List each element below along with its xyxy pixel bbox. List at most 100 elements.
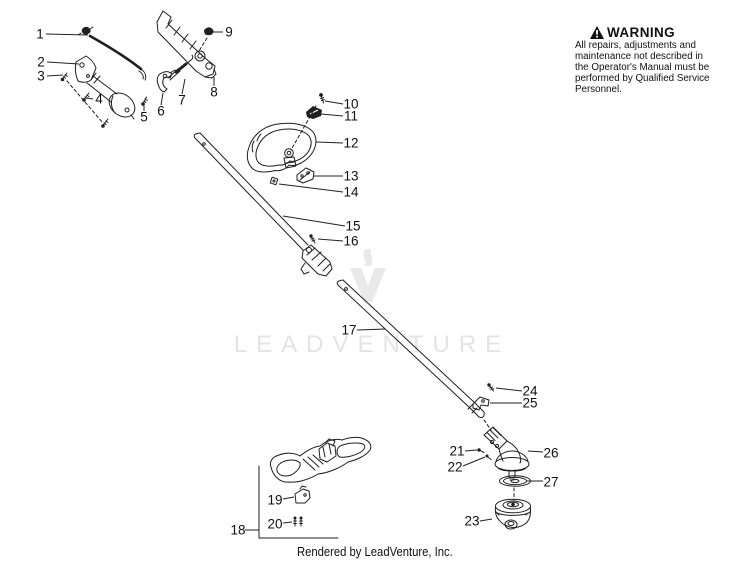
callout-leader-line xyxy=(282,496,295,500)
part-throttle-rod xyxy=(167,54,194,81)
callout-number: 21 xyxy=(449,444,464,459)
callout-3: 3 xyxy=(37,69,64,84)
callout-9: 9 xyxy=(213,25,233,40)
part-handlebar-clamp xyxy=(306,106,322,119)
callout-leader-line xyxy=(464,449,478,452)
callout-number: 3 xyxy=(37,69,45,84)
callout-number: 26 xyxy=(543,446,558,461)
callout-leader-line xyxy=(320,113,344,117)
callout-26: 26 xyxy=(527,446,559,461)
warning-panel: WARNING All repairs, adjustments and mai… xyxy=(575,25,725,95)
part-shield xyxy=(269,436,372,483)
part-clamp-bracket-13 xyxy=(296,167,315,184)
callout-1: 1 xyxy=(36,27,89,42)
callout-leader-line xyxy=(45,33,89,36)
callout-number: 23 xyxy=(464,514,479,529)
part-clip-25 xyxy=(472,396,490,411)
callout-number: 1 xyxy=(36,27,44,42)
part-throttle-cable xyxy=(77,26,147,81)
callout-leader-line xyxy=(462,456,486,467)
assembly-dashed-line-9 xyxy=(198,37,208,52)
callout-number: 7 xyxy=(178,93,186,108)
callout-14: 14 xyxy=(278,183,359,200)
warning-text-line: performed by Qualified Service xyxy=(575,73,710,84)
warning-text-line: maintenance not described in xyxy=(575,51,703,62)
part-nut-14 xyxy=(269,176,279,186)
callout-number: 14 xyxy=(343,185,359,200)
callout-number: 27 xyxy=(543,475,558,490)
callout-23: 23 xyxy=(464,514,493,529)
part-screw-hidden xyxy=(101,118,109,128)
callout-number: 25 xyxy=(522,396,537,411)
callout-leader-line xyxy=(495,387,523,392)
assembly-dashed-line-11 xyxy=(290,105,317,151)
part-screws-20 xyxy=(293,516,303,527)
part-cap-nut-9 xyxy=(204,27,214,36)
part-bolt-22 xyxy=(485,454,492,460)
callout-24: 24 xyxy=(495,384,538,399)
callout-17: 17 xyxy=(341,323,386,338)
part-screw-24 xyxy=(487,383,495,392)
warning-text-line: Personnel. xyxy=(575,84,622,95)
callout-25: 25 xyxy=(490,396,538,411)
callout-5: 5 xyxy=(140,104,148,125)
callout-4: 4 xyxy=(86,92,103,107)
callout-number: 12 xyxy=(343,136,358,151)
callout-15: 15 xyxy=(282,215,361,234)
callout-number: 16 xyxy=(343,234,358,249)
warning-triangle-icon xyxy=(590,26,604,39)
part-screw-16 xyxy=(309,234,316,244)
callout-leader-line xyxy=(278,183,344,193)
callout-number: 18 xyxy=(230,523,245,538)
part-dust-washer xyxy=(499,475,531,487)
callout-number: 20 xyxy=(267,517,282,532)
callout-leader-line xyxy=(356,328,386,331)
warning-text-line: the Operator's Manual must be xyxy=(575,62,710,73)
callout-number: 15 xyxy=(345,219,360,234)
warning-title: WARNING xyxy=(590,25,725,40)
callout-leader-line xyxy=(282,521,293,524)
callout-27: 27 xyxy=(527,475,559,490)
callout-number: 19 xyxy=(267,493,282,508)
callout-7: 7 xyxy=(178,78,186,108)
callout-number: 10 xyxy=(343,97,358,112)
part-screw-3 xyxy=(60,72,68,82)
callout-10: 10 xyxy=(324,97,359,112)
warning-title-text: WARNING xyxy=(607,25,676,40)
callout-number: 5 xyxy=(140,110,148,125)
watermark-text: LEADVENTURE xyxy=(234,331,510,358)
part-handle-housing xyxy=(74,55,136,120)
callout-6: 6 xyxy=(157,92,165,119)
callout-11: 11 xyxy=(320,109,358,124)
part-screw-10 xyxy=(319,93,325,104)
part-loop-handle xyxy=(246,122,317,173)
watermark: LEADVENTURE xyxy=(234,249,510,358)
callout-number: 2 xyxy=(37,55,45,70)
part-shaft-coupler xyxy=(300,244,333,277)
part-cutter-blade xyxy=(294,485,311,504)
watermark-flame-icon xyxy=(363,249,373,266)
part-throttle-trigger xyxy=(156,69,179,93)
callout-8: 8 xyxy=(210,77,218,100)
callout-leader-line xyxy=(46,61,80,65)
callout-leader-line xyxy=(317,238,344,242)
part-mount-bracket xyxy=(156,10,217,79)
callout-19: 19 xyxy=(267,493,295,508)
callout-number: 4 xyxy=(95,92,103,107)
part-upper-shaft xyxy=(193,132,309,251)
callout-number: 13 xyxy=(343,169,358,184)
callout-21: 21 xyxy=(449,444,478,459)
callout-number: 6 xyxy=(157,104,165,119)
callout-number: 22 xyxy=(447,460,462,475)
callout-leader-line xyxy=(315,141,344,144)
callout-12: 12 xyxy=(315,136,359,151)
callout-leader-line xyxy=(160,92,164,106)
footer-text: Rendered by LeadVenture, Inc. xyxy=(297,545,453,559)
part-screw-21 xyxy=(477,448,485,453)
group-bracket-18 xyxy=(258,465,339,539)
callout-leader-line xyxy=(86,97,94,100)
callout-leader-line xyxy=(527,450,544,453)
watermark-v-icon xyxy=(350,268,386,302)
